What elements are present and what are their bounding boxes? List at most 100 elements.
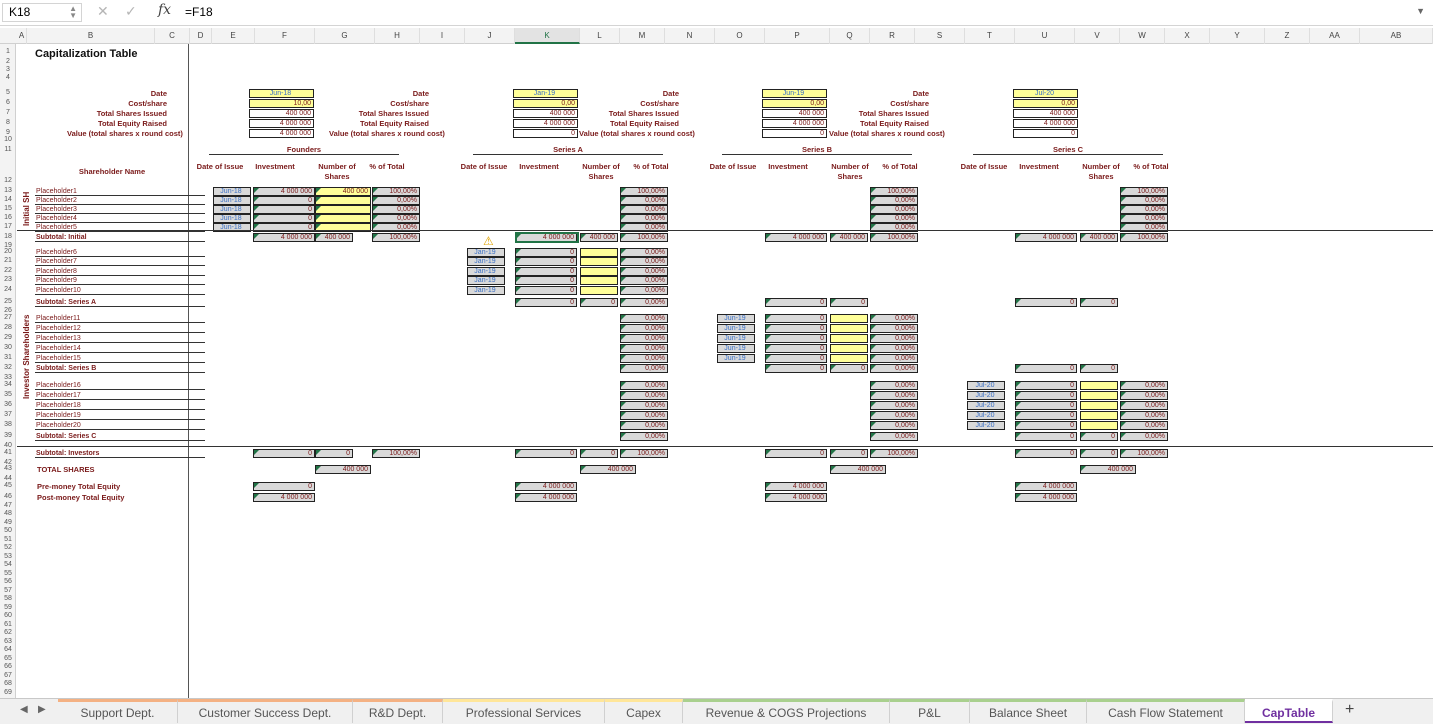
pct-cell[interactable]: 0,00% — [870, 381, 918, 390]
pct-cell[interactable]: 100,00% — [372, 187, 420, 196]
shares-input-cell[interactable] — [1080, 381, 1118, 390]
date-of-issue-cell[interactable]: Jun-19 — [717, 344, 755, 353]
column-header-a[interactable]: A — [17, 28, 27, 44]
row-header[interactable]: 33 — [4, 374, 12, 381]
column-header-g[interactable]: G — [315, 28, 375, 44]
pct-cell[interactable]: 0,00% — [620, 286, 668, 295]
investment-cell[interactable]: 4 000 000 — [253, 187, 315, 196]
shares-input-cell[interactable] — [830, 354, 868, 363]
row-header[interactable]: 27 — [4, 314, 12, 321]
shares-input-cell[interactable] — [830, 344, 868, 353]
pct-cell[interactable]: 0,00% — [870, 411, 918, 420]
investment-cell[interactable]: 0 — [253, 205, 315, 214]
pct-cell[interactable]: 0,00% — [620, 401, 668, 410]
investors-shares-cell[interactable]: 0 — [580, 449, 618, 458]
name-box-dropdown-icon[interactable]: ▲▼ — [69, 4, 77, 20]
row-header[interactable]: 38 — [4, 421, 12, 428]
subtotal-pct-cell[interactable]: 0,00% — [1120, 432, 1168, 441]
row-header[interactable]: 1 — [6, 48, 10, 55]
date-of-issue-cell[interactable]: Jun-18 — [213, 223, 251, 232]
investors-shares-cell[interactable]: 0 — [1080, 449, 1118, 458]
round-equity-raised-cell[interactable]: 4 000 000 — [513, 119, 578, 128]
column-header-f[interactable]: F — [255, 28, 315, 44]
subtotal-shares-cell[interactable]: 400 000 — [315, 233, 353, 242]
investment-cell[interactable]: 0 — [515, 257, 577, 266]
round-equity-raised-cell[interactable]: 4 000 000 — [762, 119, 827, 128]
pct-cell[interactable]: 0,00% — [870, 324, 918, 333]
pct-cell[interactable]: 100,00% — [620, 187, 668, 196]
row-header[interactable]: 48 — [4, 510, 12, 517]
total-shares-cell[interactable]: 400 000 — [580, 465, 636, 474]
investment-cell[interactable]: 0 — [765, 344, 827, 353]
row-header[interactable]: 32 — [4, 364, 12, 371]
investors-investment-cell[interactable]: 0 — [1015, 449, 1077, 458]
column-header-j[interactable]: J — [465, 28, 515, 44]
row-header[interactable]: 51 — [4, 535, 12, 543]
round-equity-raised-cell[interactable]: 4 000 000 — [249, 119, 314, 128]
investment-cell[interactable]: 0 — [765, 334, 827, 343]
date-of-issue-cell[interactable]: Jul-20 — [967, 421, 1005, 430]
column-header-aa[interactable]: AA — [1310, 28, 1360, 44]
investment-cell[interactable]: 0 — [1015, 391, 1077, 400]
column-header-q[interactable]: Q — [830, 28, 870, 44]
tab-p-l[interactable]: P&L — [890, 699, 970, 723]
round-date-cell[interactable]: Jan-19 — [513, 89, 578, 98]
row-header[interactable]: 64 — [4, 646, 12, 653]
row-header[interactable]: 47 — [4, 501, 12, 509]
pct-cell[interactable]: 0,00% — [372, 223, 420, 232]
pct-cell[interactable]: 0,00% — [870, 223, 918, 232]
worksheet[interactable]: Capitalization Table Shareholder Name In… — [17, 44, 1433, 698]
subtotal-pct-cell[interactable]: 100,00% — [870, 233, 918, 242]
row-header[interactable]: 35 — [4, 391, 12, 398]
subtotal-shares-cell[interactable]: 400 000 — [830, 233, 868, 242]
tab-professional-services[interactable]: Professional Services — [443, 699, 605, 723]
column-header-y[interactable]: Y — [1210, 28, 1265, 44]
row-header[interactable]: 29 — [4, 334, 12, 341]
pct-cell[interactable]: 0,00% — [620, 267, 668, 276]
pct-cell[interactable]: 0,00% — [372, 205, 420, 214]
column-header-t[interactable]: T — [965, 28, 1015, 44]
row-header[interactable]: 60 — [4, 612, 12, 619]
column-header-d[interactable]: D — [190, 28, 212, 44]
pct-cell[interactable]: 0,00% — [870, 421, 918, 430]
tab-captable[interactable]: CapTable — [1245, 699, 1333, 723]
pct-cell[interactable]: 0,00% — [620, 421, 668, 430]
tab-balance-sheet[interactable]: Balance Sheet — [970, 699, 1087, 723]
pct-cell[interactable]: 0,00% — [870, 344, 918, 353]
pct-cell[interactable]: 0,00% — [870, 334, 918, 343]
pct-cell[interactable]: 0,00% — [1120, 196, 1168, 205]
date-of-issue-cell[interactable]: Jan-19 — [467, 286, 505, 295]
row-header[interactable]: 44 — [4, 475, 12, 482]
date-of-issue-cell[interactable]: Jun-19 — [717, 334, 755, 343]
date-of-issue-cell[interactable]: Jul-20 — [967, 411, 1005, 420]
investors-pct-cell[interactable]: 100,00% — [1120, 449, 1168, 458]
pct-cell[interactable]: 0,00% — [620, 214, 668, 223]
pct-cell[interactable]: 0,00% — [620, 344, 668, 353]
warning-icon[interactable]: ⚠ — [483, 234, 494, 248]
round-shares-issued-cell[interactable]: 400 000 — [762, 109, 827, 118]
shares-input-cell[interactable] — [580, 267, 618, 276]
investors-pct-cell[interactable]: 100,00% — [870, 449, 918, 458]
row-header[interactable]: 68 — [4, 680, 12, 687]
row-header[interactable]: 55 — [4, 569, 12, 577]
row-header[interactable]: 7 — [6, 109, 10, 116]
subtotal-pct-cell[interactable]: 100,00% — [372, 233, 420, 242]
shares-input-cell[interactable] — [1080, 401, 1118, 410]
subtotal-pct-cell[interactable]: 0,00% — [620, 364, 668, 373]
row-header[interactable]: 46 — [4, 493, 12, 500]
round-shares-issued-cell[interactable]: 400 000 — [513, 109, 578, 118]
shares-input-cell[interactable] — [315, 205, 371, 214]
pct-cell[interactable]: 100,00% — [1120, 187, 1168, 196]
round-shares-issued-cell[interactable]: 400 000 — [249, 109, 314, 118]
row-header[interactable]: 42 — [4, 459, 12, 466]
column-header-n[interactable]: N — [665, 28, 715, 44]
round-shares-issued-cell[interactable]: 400 000 — [1013, 109, 1078, 118]
round-cost-share-cell[interactable]: 0,00 — [513, 99, 578, 108]
pct-cell[interactable]: 0,00% — [870, 196, 918, 205]
shares-input-cell[interactable] — [315, 214, 371, 223]
row-header[interactable]: 52 — [4, 544, 12, 551]
prev-sheet-icon[interactable]: ◀ — [20, 704, 28, 715]
pct-cell[interactable]: 0,00% — [620, 381, 668, 390]
subtotal-pct-cell[interactable]: 0,00% — [620, 432, 668, 441]
column-header-p[interactable]: P — [765, 28, 830, 44]
